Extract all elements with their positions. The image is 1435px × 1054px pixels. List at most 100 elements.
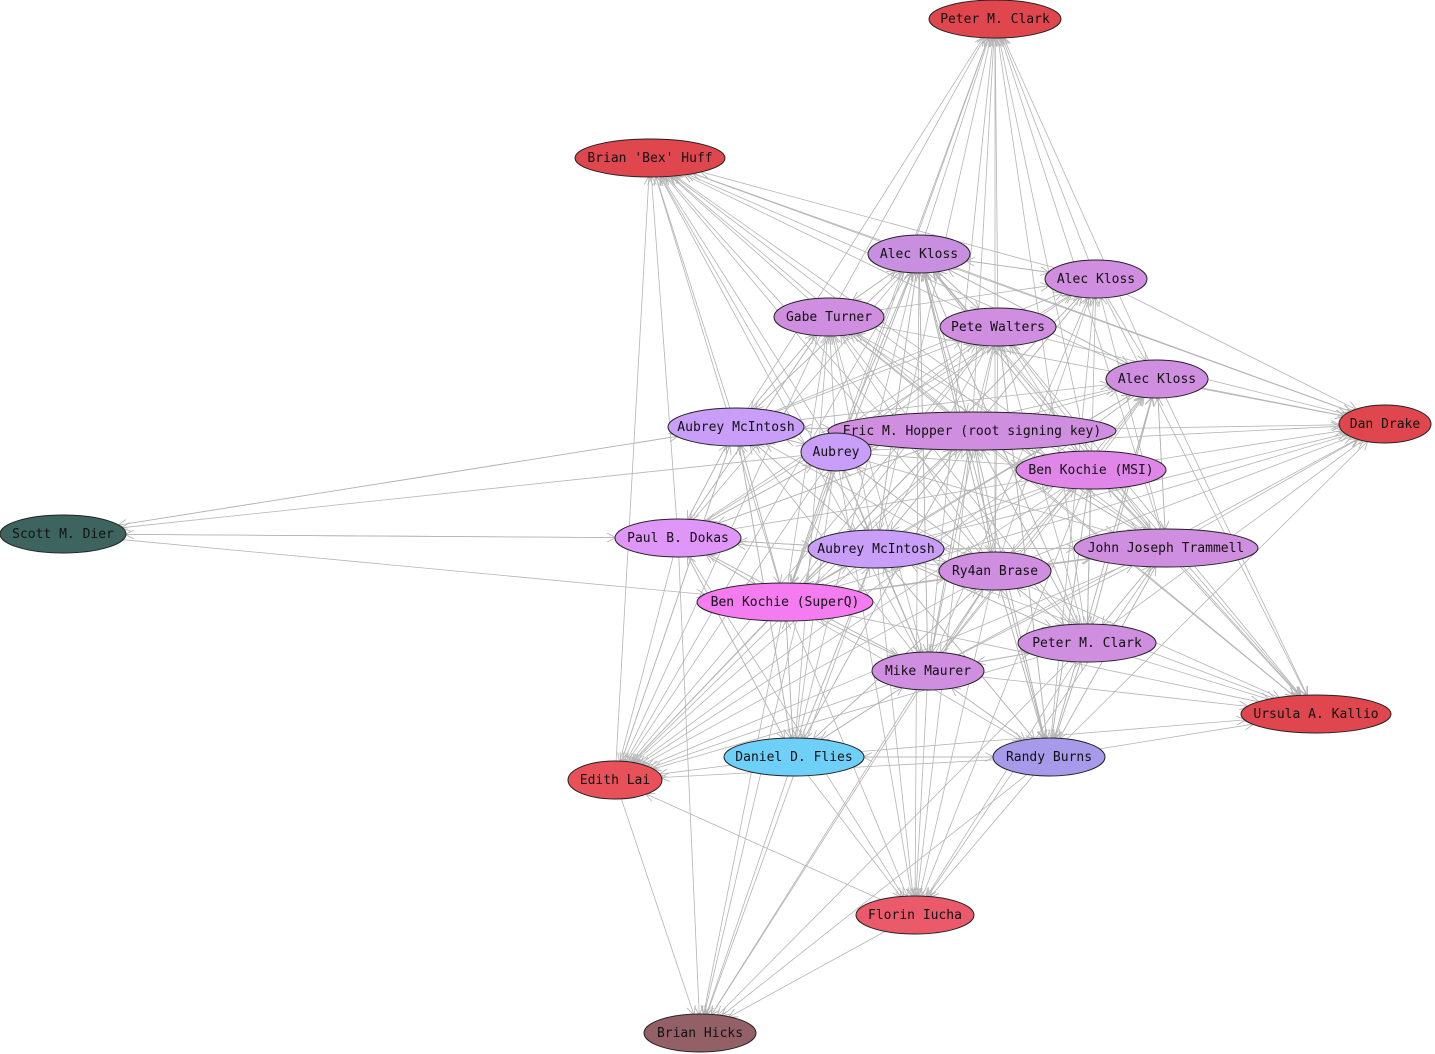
node-aubrey-mcintosh-1[interactable]: Aubrey McIntosh	[667, 407, 805, 447]
node-label: Edith Lai	[580, 773, 650, 788]
node-daniel-d-flies[interactable]: Daniel D. Flies	[723, 737, 865, 777]
node-ellipse	[938, 551, 1052, 591]
edge-ben-kochie-msi-to-alec-kloss-3	[1104, 397, 1144, 452]
node-label: Gabe Turner	[786, 310, 872, 325]
edge-mike-maurer-to-brian-hicks	[712, 689, 917, 1015]
edge-ben-kochie-msi-to-dan-drake	[1154, 431, 1342, 461]
node-ellipse	[871, 651, 985, 691]
node-brian-hicks[interactable]: Brian Hicks	[643, 1013, 757, 1053]
edge-ry4an-brase-to-aubrey-mcintosh-1	[767, 444, 966, 556]
node-ellipse	[773, 297, 885, 337]
edge-aubrey-mcintosh-1-to-peter-m-clark-top	[747, 38, 983, 409]
edge-ry4an-brase-to-ben-kochie-superq	[858, 578, 944, 592]
node-pete-walters[interactable]: Pete Walters	[939, 307, 1057, 347]
edge-eric-m-hopper-to-dan-drake	[1114, 425, 1339, 429]
edge-ben-kochie-msi-to-edith-lai	[640, 487, 1065, 764]
node-scott-m-dier[interactable]: Scott M. Dier	[0, 514, 127, 554]
edge-alec-kloss-2-to-peter-m-clark-top	[1002, 38, 1090, 261]
edge-aubrey-mcintosh-2-to-john-joseph-trammell	[943, 548, 1074, 549]
edge-ry4an-brase-to-florin-iucha	[919, 589, 991, 896]
node-dan-drake[interactable]: Dan Drake	[1338, 404, 1432, 444]
edge-alec-kloss-1-to-florin-iucha	[915, 272, 919, 896]
edge-ben-kochie-msi-to-florin-iucha	[923, 488, 1084, 896]
edge-ry4an-brase-to-randy-burns	[1000, 589, 1044, 738]
node-ellipse	[1044, 259, 1148, 299]
edge-aubrey-mcintosh-1-to-aubrey	[786, 440, 805, 444]
node-aubrey-mcintosh-2[interactable]: Aubrey McIntosh	[807, 529, 945, 569]
node-ellipse	[614, 518, 742, 558]
node-paul-b-dokas[interactable]: Paul B. Dokas	[614, 518, 742, 558]
edge-paul-b-dokas-to-brian-hicks	[678, 556, 699, 1014]
edge-eric-m-hopper-to-gabe-turner	[851, 334, 949, 413]
node-peter-m-clark-2[interactable]: Peter M. Clark	[1017, 623, 1157, 663]
edge-ben-kochie-superq-to-brian-bex-huff	[656, 177, 780, 584]
node-florin-iucha[interactable]: Florin Iucha	[855, 895, 975, 935]
edge-paul-b-dokas-to-daniel-d-flies	[687, 556, 784, 738]
edge-eric-m-hopper-to-brian-bex-huff	[672, 176, 951, 413]
node-john-joseph-trammell[interactable]: John Joseph Trammell	[1073, 528, 1259, 568]
node-label: Dan Drake	[1350, 417, 1421, 432]
edge-scott-m-dier-to-paul-b-dokas	[125, 534, 615, 537]
edge-aubrey-mcintosh-2-to-florin-iucha	[877, 567, 913, 896]
edge-peter-m-clark-2-to-mike-maurer	[978, 652, 1029, 662]
node-ben-kochie-superq[interactable]: Ben Kochie (SuperQ)	[696, 582, 874, 622]
edge-edith-lai-to-aubrey-mcintosh-1	[621, 446, 730, 762]
edge-paul-b-dokas-to-aubrey-mcintosh-2	[739, 541, 809, 545]
edge-alec-kloss-1-to-alec-kloss-2	[966, 260, 1049, 273]
node-brian-bex-huff[interactable]: Brian 'Bex' Huff	[574, 138, 726, 178]
node-label: Pete Walters	[951, 320, 1045, 335]
edge-pete-walters-to-peter-m-clark-top	[995, 38, 998, 309]
edge-eric-m-hopper-to-ben-kochie-msi	[1025, 449, 1045, 455]
edge-ben-kochie-superq-to-mike-maurer	[820, 618, 896, 655]
node-edith-lai[interactable]: Edith Lai	[567, 760, 663, 800]
node-ellipse	[567, 760, 663, 800]
node-alec-kloss-2[interactable]: Alec Kloss	[1044, 259, 1148, 299]
edge-peter-m-clark-2-to-florin-iucha	[927, 661, 1076, 897]
edge-gabe-turner-to-brian-bex-huff	[671, 176, 810, 300]
node-gabe-turner[interactable]: Gabe Turner	[773, 297, 885, 337]
node-aubrey[interactable]: Aubrey	[800, 432, 872, 472]
node-ben-kochie-msi[interactable]: Ben Kochie (MSI)	[1015, 450, 1167, 490]
edge-aubrey-mcintosh-2-to-ben-kochie-msi	[917, 486, 1048, 535]
node-peter-m-clark-top[interactable]: Peter M. Clark	[928, 0, 1062, 39]
edge-gabe-turner-to-aubrey-mcintosh-1	[752, 334, 814, 408]
node-label: Eric M. Hopper (root signing key)	[843, 424, 1101, 439]
node-eric-m-hopper[interactable]: Eric M. Hopper (root signing key)	[827, 411, 1117, 451]
edge-john-joseph-trammell-to-ursula-a-kallio	[1182, 566, 1299, 696]
edge-daniel-d-flies-to-gabe-turner	[795, 336, 828, 739]
edge-aubrey-to-ben-kochie-msi	[870, 454, 1019, 465]
node-alec-kloss-3[interactable]: Alec Kloss	[1105, 359, 1209, 399]
node-label: Mike Maurer	[885, 664, 971, 679]
node-mike-maurer[interactable]: Mike Maurer	[871, 651, 985, 691]
node-alec-kloss-1[interactable]: Alec Kloss	[867, 234, 971, 274]
edge-alec-kloss-3-to-peter-m-clark-top	[1004, 38, 1149, 361]
edge-randy-burns-to-alec-kloss-2	[1050, 298, 1094, 739]
node-label: Peter M. Clark	[940, 12, 1050, 27]
edge-aubrey-to-ry4an-brase	[856, 467, 972, 553]
edge-john-joseph-trammell-to-dan-drake	[1197, 439, 1358, 531]
node-ellipse	[1338, 404, 1432, 444]
node-label: Alec Kloss	[1118, 372, 1196, 387]
edge-alec-kloss-1-to-aubrey-mcintosh-2	[879, 272, 917, 530]
node-ellipse	[867, 234, 971, 274]
edge-aubrey-mcintosh-2-to-randy-burns	[891, 567, 1033, 739]
edge-edith-lai-to-brian-bex-huff	[615, 177, 649, 762]
node-randy-burns[interactable]: Randy Burns	[992, 737, 1106, 777]
edge-aubrey-mcintosh-2-to-ben-kochie-superq	[816, 565, 847, 584]
node-ursula-a-kallio[interactable]: Ursula A. Kallio	[1240, 694, 1392, 734]
node-ellipse	[1015, 450, 1167, 490]
node-label: Brian 'Bex' Huff	[587, 151, 712, 166]
edge-alec-kloss-1-to-gabe-turner	[853, 270, 896, 300]
edge-mike-maurer-to-randy-burns	[951, 687, 1025, 740]
node-ry4an-brase[interactable]: Ry4an Brase	[938, 551, 1052, 591]
edge-paul-b-dokas-to-ben-kochie-superq	[706, 554, 755, 584]
edge-eric-m-hopper-to-mike-maurer	[932, 449, 969, 652]
edge-aubrey-mcintosh-2-to-peter-m-clark-2	[911, 564, 1051, 627]
edge-aubrey-mcintosh-1-to-paul-b-dokas	[688, 445, 727, 519]
node-label: Brian Hicks	[657, 1026, 743, 1041]
edge-aubrey-to-brian-bex-huff	[662, 177, 825, 435]
edge-layer	[119, 38, 1368, 1017]
edge-john-joseph-trammell-to-peter-m-clark-2	[1102, 566, 1151, 625]
